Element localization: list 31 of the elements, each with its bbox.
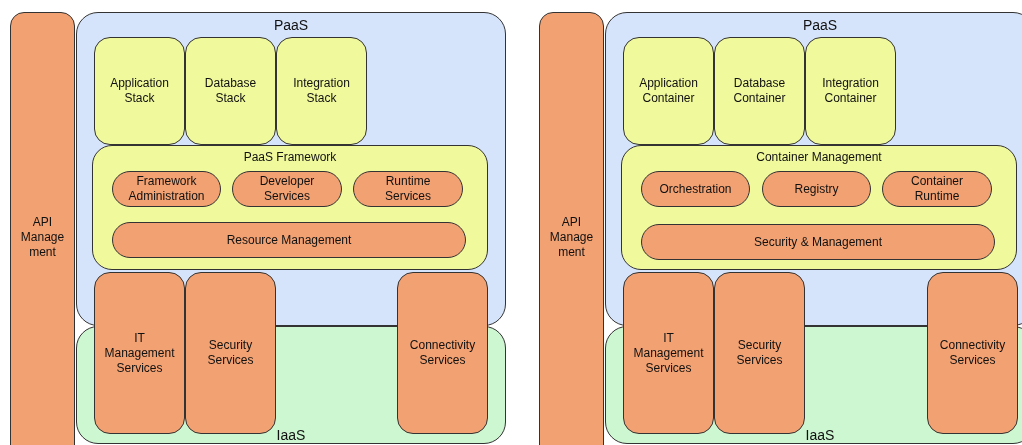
side-bar: API Manage ment: [539, 12, 604, 445]
panel-title: PaaS: [801, 17, 839, 33]
service-pill: Container Runtime: [882, 171, 992, 207]
service-pill: Framework Administration: [112, 171, 221, 207]
panel-title: PaaS: [272, 17, 310, 33]
service-box: IT Management Services: [623, 272, 714, 434]
service-pill: Registry: [762, 171, 871, 207]
service-pill: Security & Management: [641, 224, 995, 260]
service-pill: Orchestration: [641, 171, 750, 207]
component-box: Application Stack: [94, 37, 185, 145]
service-pill: Developer Services: [232, 171, 342, 207]
service-box: Connectivity Services: [397, 272, 488, 434]
group-panel: [621, 145, 1017, 270]
service-box: Security Services: [714, 272, 805, 434]
panel-title: IaaS: [804, 427, 836, 443]
component-box: Integration Stack: [276, 37, 367, 145]
service-box: IT Management Services: [94, 272, 185, 434]
side-bar: API Manage ment: [10, 12, 75, 445]
panel-title: IaaS: [275, 427, 307, 443]
layer-panel: [76, 12, 506, 326]
group-panel: [92, 145, 488, 270]
service-pill: Runtime Services: [353, 171, 463, 207]
component-box: Application Container: [623, 37, 714, 145]
service-pill: Resource Management: [112, 222, 466, 258]
component-box: Database Stack: [185, 37, 276, 145]
component-box: Database Container: [714, 37, 805, 145]
component-box: Integration Container: [805, 37, 896, 145]
panel-title: PaaS Framework: [242, 150, 338, 164]
service-box: Connectivity Services: [927, 272, 1018, 434]
service-box: Security Services: [185, 272, 276, 434]
panel-title: Container Management: [755, 150, 883, 164]
